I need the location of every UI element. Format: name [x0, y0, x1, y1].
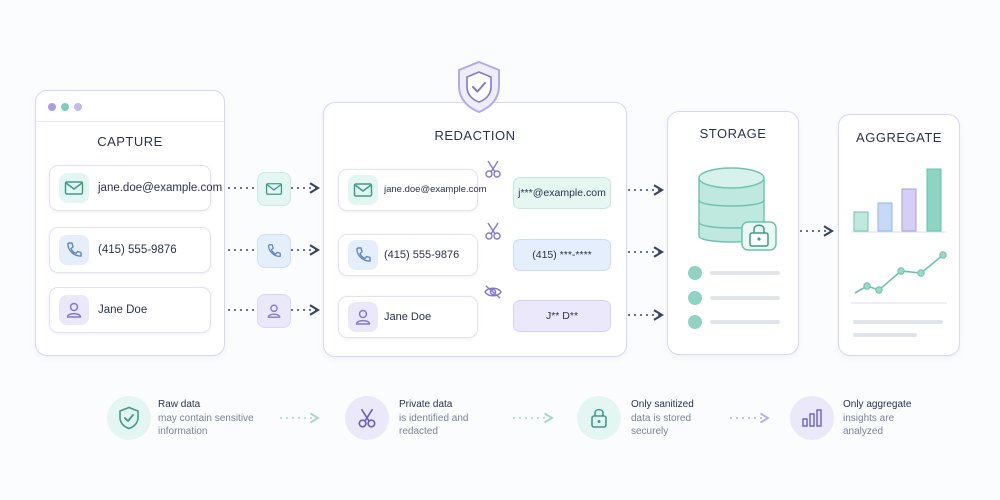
capture-card: CAPTURE jane.doe@example.com (415) 555-9…: [35, 90, 225, 356]
step-store-desc: data is stored securely: [631, 412, 692, 438]
capture-email-text: jane.doe@example.com: [98, 182, 223, 194]
redaction-card: REDACTION jane.doe@example.com (415) 555…: [323, 102, 627, 357]
user-icon: [257, 294, 291, 328]
check-icon: [688, 266, 702, 280]
user-icon: [348, 302, 378, 332]
capture-row-name: Jane Doe: [49, 287, 211, 333]
aggregate-title: AGGREGATE: [856, 130, 942, 145]
capture-row-phone: (415) 555-9876: [49, 227, 211, 273]
phone-icon: [348, 240, 378, 270]
bar-chart-icon: [790, 396, 834, 440]
step-analyze-title: Only aggregate: [843, 399, 912, 410]
dot-icon: [61, 103, 69, 111]
sanitized-email: j***@example.com: [513, 177, 611, 209]
check-icon: [688, 315, 702, 329]
eye-off-icon: [483, 284, 503, 300]
shield-check-icon: [455, 60, 503, 114]
lock-icon: [577, 396, 621, 440]
placeholder-line: [710, 320, 780, 324]
redaction-row-name: Jane Doe: [338, 296, 478, 338]
mail-icon: [59, 173, 89, 203]
sanitized-name: J** D**: [513, 300, 611, 332]
mail-icon: [257, 172, 291, 206]
phone-icon: [59, 235, 89, 265]
step-store-caption: Only sanitized data is stored securely: [631, 398, 711, 439]
sanitized-phone: (415) ***-****: [513, 239, 611, 271]
redaction-name-text: Jane Doe: [384, 311, 432, 323]
check-icon: [688, 291, 702, 305]
step-analyze-caption: Only aggregate insights are analyzed: [843, 398, 913, 439]
redaction-phone-text: (415) 555-9876: [384, 249, 460, 261]
line-chart-icon: [851, 247, 947, 305]
database-lock-icon: [694, 160, 784, 256]
step-analyze-desc: insights are analyzed: [843, 412, 895, 438]
step-raw-caption: Raw data may contain sensitive informati…: [158, 398, 256, 439]
redaction-row-phone: (415) 555-9876: [338, 234, 478, 276]
dot-icon: [48, 103, 56, 111]
phone-icon: [257, 234, 291, 268]
aggregate-card: AGGREGATE: [838, 114, 960, 356]
capture-name-text: Jane Doe: [98, 304, 148, 316]
user-icon: [59, 295, 89, 325]
storage-card: STORAGE: [667, 111, 799, 355]
step-raw-title: Raw data: [158, 399, 201, 410]
window-dots: [48, 103, 82, 111]
step-redact-desc: is identified and redacted: [399, 412, 469, 438]
scissors-icon: [484, 159, 502, 179]
step-raw-desc: may contain sensitive information: [158, 412, 254, 438]
dot-icon: [74, 103, 82, 111]
placeholder-line: [710, 296, 780, 300]
shield-check-icon: [107, 396, 151, 440]
step-redact-title: Private data: [399, 399, 453, 410]
redaction-row-email: jane.doe@example.com: [338, 169, 487, 211]
bar-chart-icon: [851, 165, 947, 235]
redaction-title: REDACTION: [434, 128, 516, 143]
step-store-title: Only sanitized: [631, 399, 694, 410]
capture-row-email: jane.doe@example.com: [49, 165, 222, 211]
storage-title: STORAGE: [699, 126, 767, 141]
capture-phone-text: (415) 555-9876: [98, 244, 177, 256]
redaction-email-text: jane.doe@example.com: [384, 184, 487, 195]
capture-title: CAPTURE: [97, 134, 163, 149]
step-redact-caption: Private data is identified and redacted: [399, 398, 479, 439]
scissors-icon: [345, 396, 389, 440]
scissors-icon: [484, 221, 502, 241]
placeholder-line: [853, 333, 917, 337]
mail-icon: [348, 175, 378, 205]
placeholder-line: [710, 271, 780, 275]
placeholder-line: [853, 320, 943, 324]
